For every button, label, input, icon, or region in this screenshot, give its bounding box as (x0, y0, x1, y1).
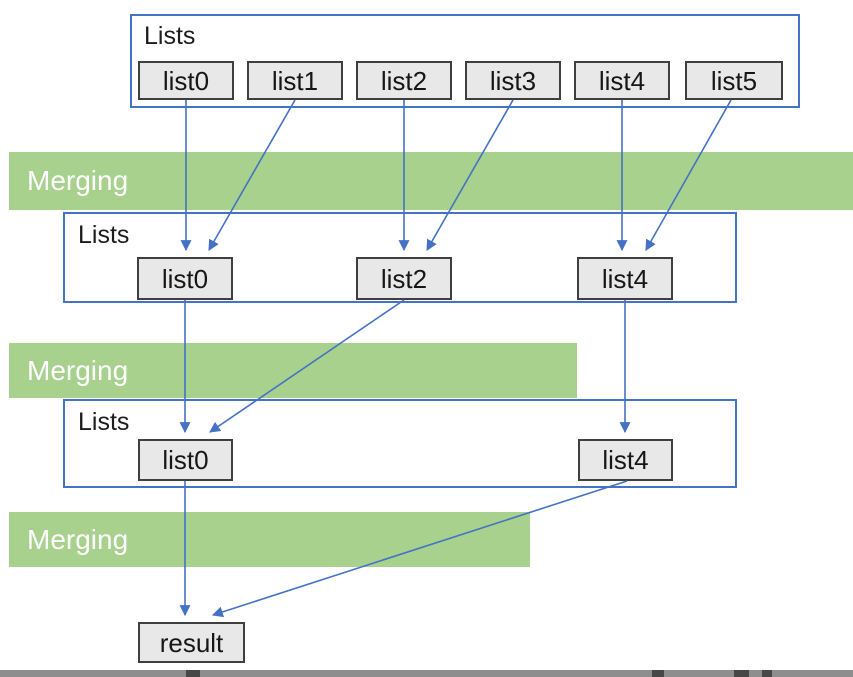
stage1-list0-box: list0 (138, 61, 234, 100)
stage3-label: Lists (78, 408, 130, 436)
stage3-list4-box: list4 (578, 439, 673, 481)
result-box: result (138, 622, 245, 663)
stage2-label: Lists (78, 221, 130, 249)
stage1-list3-box: list3 (465, 61, 561, 100)
stage1-label: Lists (144, 22, 196, 50)
stage2-list0-box: list0 (137, 257, 233, 300)
stage1-list1-box: list1 (247, 61, 343, 100)
bottom-bar-notch (186, 670, 200, 677)
merging-band-2: Merging (9, 343, 577, 398)
bottom-bar-notch (762, 670, 772, 677)
stage3-list0-box: list0 (138, 439, 233, 481)
stage1-list5-box: list5 (685, 61, 783, 100)
bottom-edge-bar (0, 670, 853, 677)
bottom-bar-notch (734, 670, 749, 677)
merging-band-3: Merging (9, 512, 530, 567)
bottom-bar-notch (652, 670, 664, 677)
stage1-list4-box: list4 (574, 61, 670, 100)
stage2-list4-box: list4 (577, 257, 673, 300)
stage2-list2-box: list2 (356, 257, 452, 300)
stage1-list2-box: list2 (356, 61, 452, 100)
merging-band-1: Merging (9, 152, 853, 210)
